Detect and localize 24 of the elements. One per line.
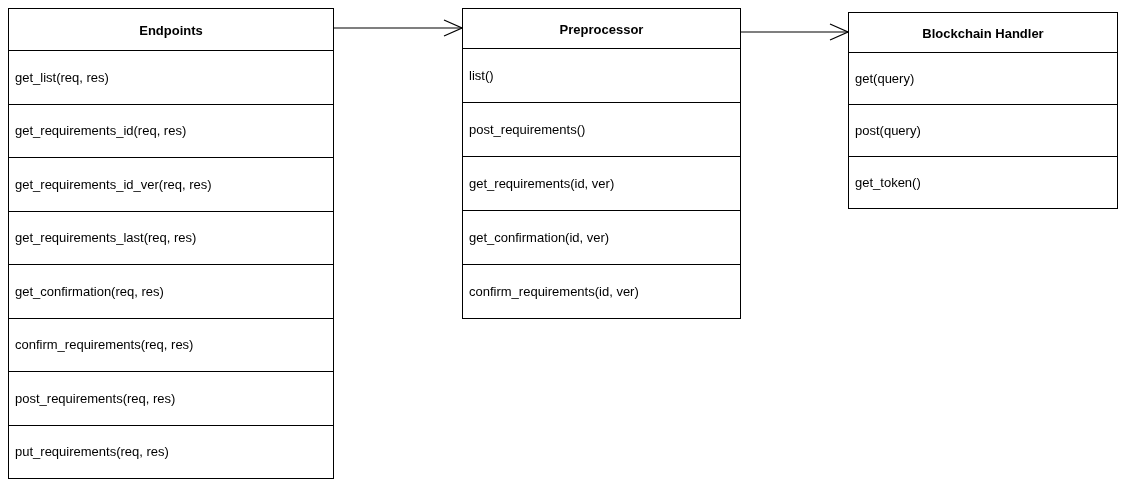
method-name: confirm_requirements(req, res)	[15, 337, 194, 353]
arrow	[333, 19, 463, 37]
class-name: Preprocessor	[558, 20, 645, 39]
method-name: get(query)	[855, 71, 915, 86]
arrow	[740, 23, 849, 41]
class-name: Blockchain Handler	[921, 24, 1045, 43]
class-box	[8, 8, 334, 478]
class-box	[462, 8, 741, 318]
method-name: get_requirements_id(req, res)	[15, 123, 187, 139]
method-name: get_confirmation(req, res)	[15, 283, 164, 299]
method-name: list()	[469, 68, 494, 83]
method-name: get_confirmation(id, ver)	[469, 230, 610, 245]
method-name: post(query)	[855, 123, 921, 138]
method-name: get_requirements_last(req, res)	[15, 230, 197, 246]
class-box	[848, 12, 1118, 208]
method-name: post_requirements()	[469, 122, 586, 137]
method-name: get_list(req, res)	[15, 69, 109, 85]
method-name: get_requirements_id_ver(req, res)	[15, 176, 212, 192]
method-name: get_requirements(id, ver)	[469, 176, 615, 191]
method-name: post_requirements(req, res)	[15, 390, 176, 406]
method-name: get_token()	[855, 175, 921, 190]
method-name: confirm_requirements(id, ver)	[469, 284, 639, 299]
class-name: Endpoints	[138, 21, 204, 40]
method-name: put_requirements(req, res)	[15, 444, 169, 460]
